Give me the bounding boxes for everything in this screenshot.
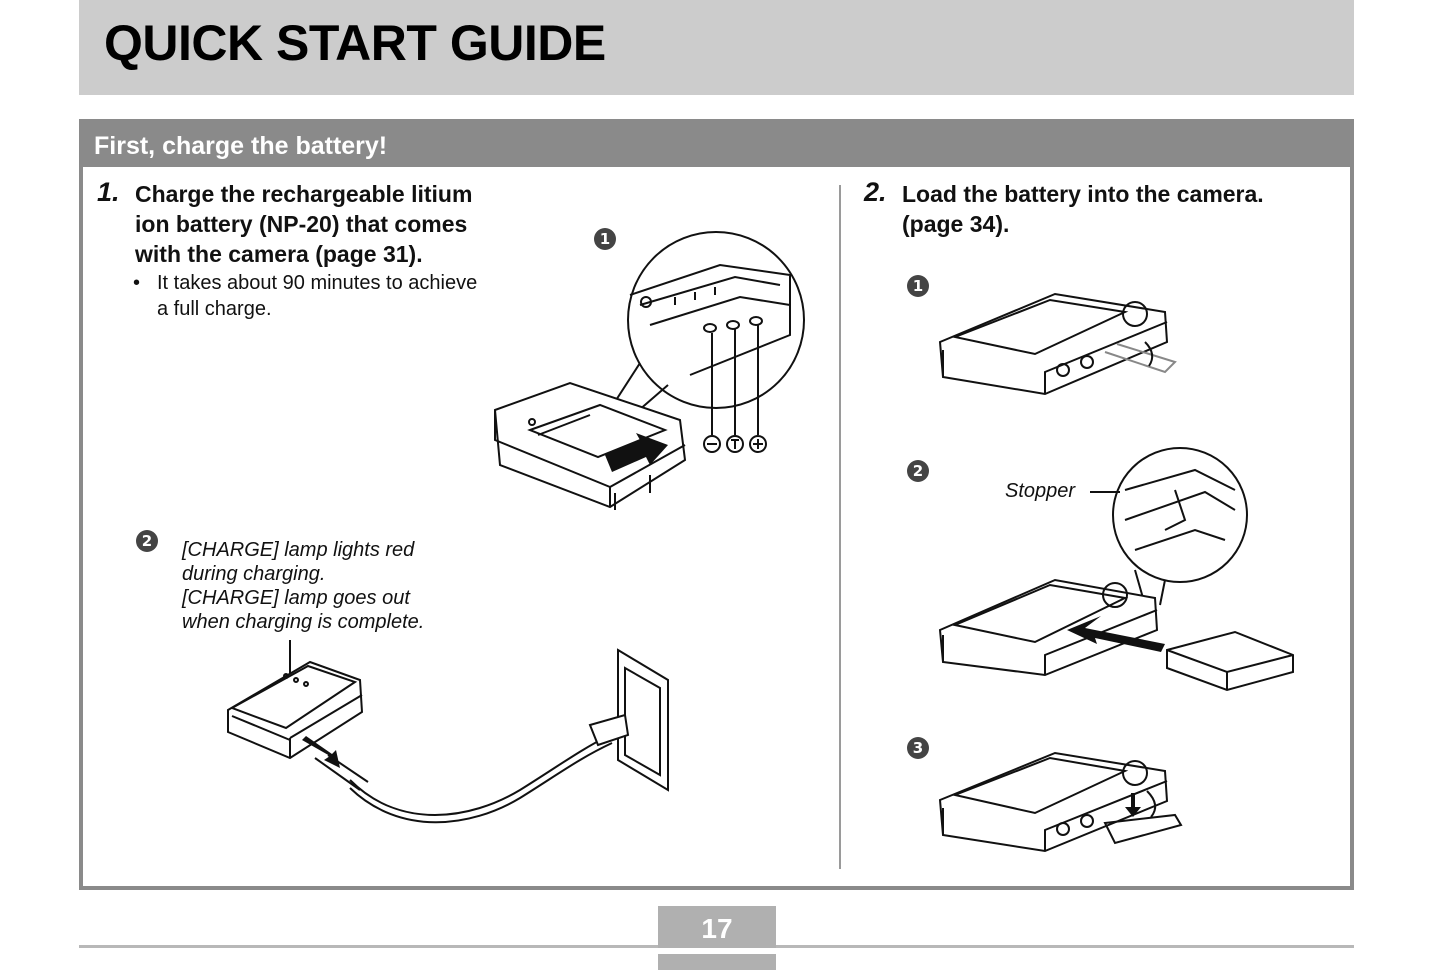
column-divider [839,185,841,869]
step-1-bullet: • It takes about 90 minutes to achieve a… [133,270,553,326]
charge-lamp-note: [CHARGE] lamp lights red during charging… [182,539,425,633]
step-1-bullet-text: It takes about 90 minutes to achieve a f… [157,272,478,320]
step-2-text: Load the battery into the camera. (page … [902,181,1264,237]
step-2-marker-3: 3 [907,737,929,759]
section-title: First, charge the battery! [94,132,388,160]
step-1-number: 1. [97,177,120,207]
step-1-text: Charge the rechargeable litium ion batte… [135,181,473,267]
step-2-number: 2. [864,177,887,207]
step-2-marker-1: 1 [907,275,929,297]
camera-close-cover-illustration [938,751,1183,853]
charger-battery-illustration [493,231,805,510]
stopper-label: Stopper [1005,480,1076,502]
camera-insert-battery-illustration [938,447,1294,692]
step-2: 2. Load the battery into the camera. (pa… [864,177,1334,249]
step-2-marker-2: 2 [907,460,929,482]
page-number-box: 17 [658,906,776,970]
page-number-gap [658,948,776,954]
section-header: First, charge the battery! [83,123,1350,167]
bullet-dot: • [133,272,141,294]
step-1-marker-1: 1 [594,228,616,250]
title-bar: QUICK START GUIDE [79,0,1354,95]
step-1-marker-2: 2 [136,530,158,552]
step-1: 1. Charge the rechargeable litium ion ba… [97,177,557,279]
camera-open-cover-illustration [938,292,1177,396]
page-title: QUICK START GUIDE [104,15,606,71]
page-number: 17 [701,913,733,944]
charger-plug-illustration [227,640,669,824]
